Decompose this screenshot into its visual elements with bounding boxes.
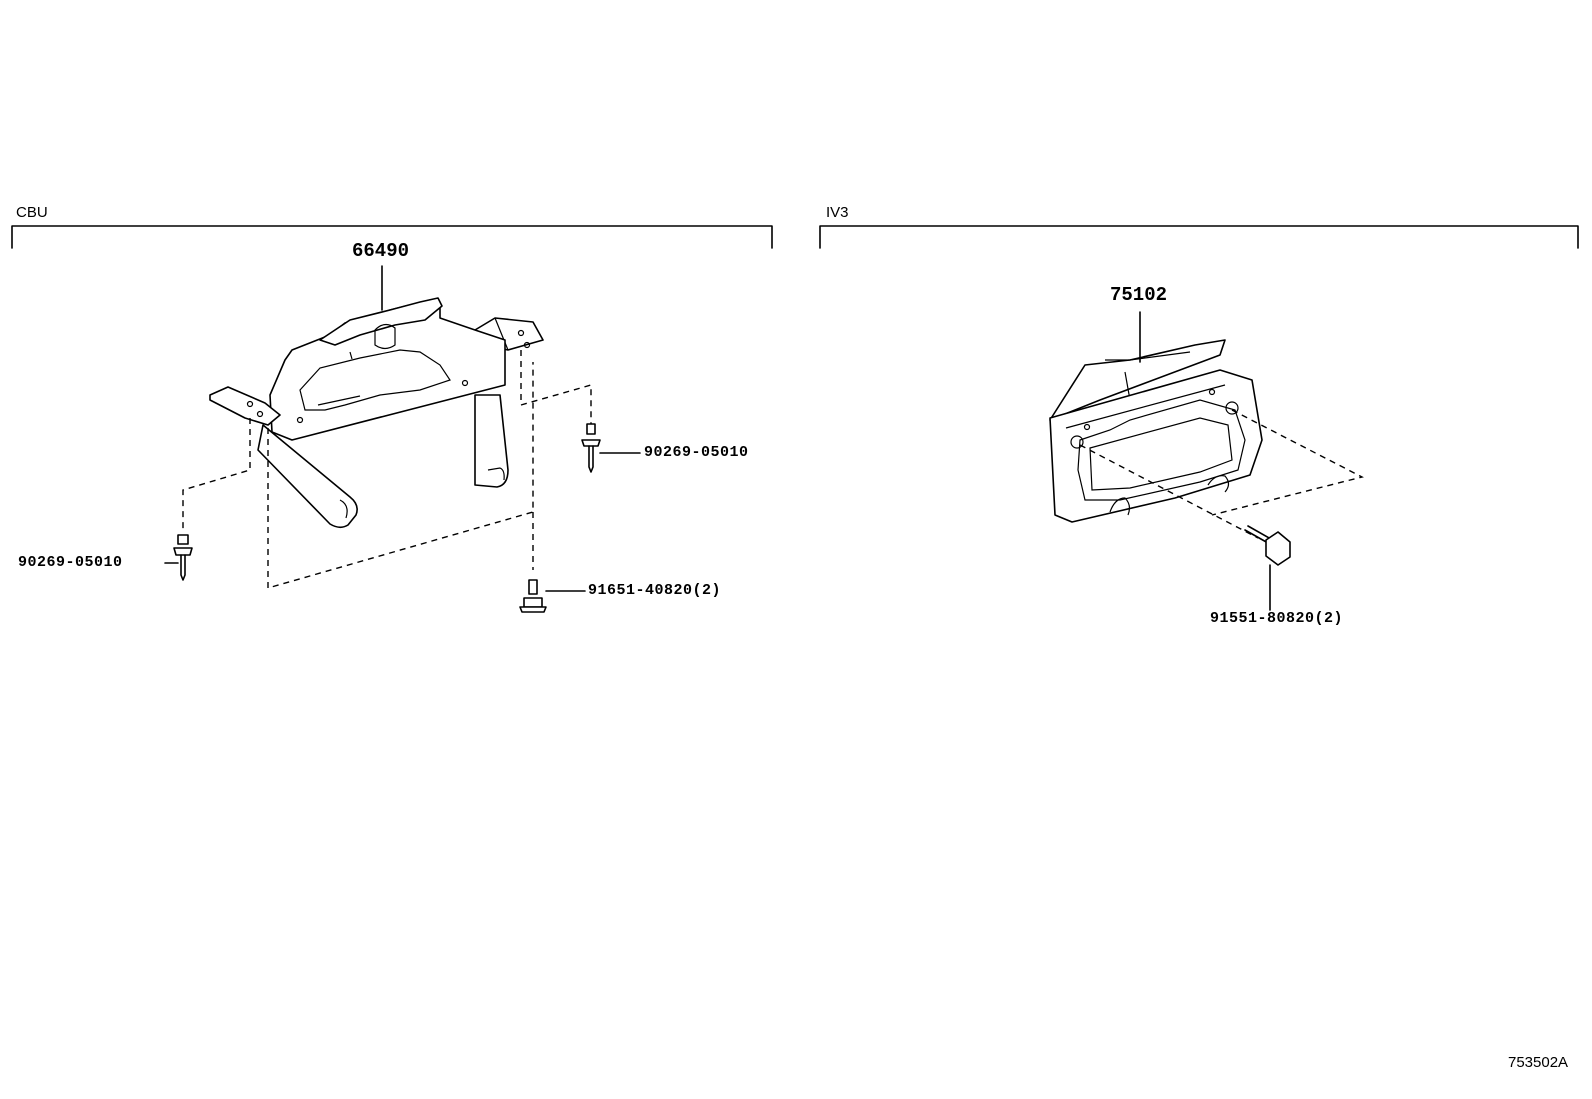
cbu-assembly-dash-lines — [182, 350, 592, 589]
iv3-section-bracket — [819, 225, 1579, 249]
bolt-iv3-drawing — [1244, 525, 1291, 611]
part-number-bolt-cbu: 91651-40820(2) — [588, 582, 722, 599]
clip-right-drawing — [581, 423, 641, 473]
diagram-id: 753502A — [1508, 1054, 1569, 1071]
bracket-75102-drawing — [1049, 311, 1263, 523]
part-number-bolt-iv3: 91551-80820(2) — [1210, 610, 1344, 627]
cbu-section-bracket — [11, 225, 773, 249]
section-label-iv3: IV3 — [826, 204, 849, 221]
part-number-66490: 66490 — [352, 240, 410, 262]
part-number-75102: 75102 — [1110, 284, 1168, 306]
part-number-clip-left: 90269-05010 — [18, 554, 123, 571]
bracket-66490-drawing — [209, 265, 544, 529]
iv3-assembly-dash-lines — [1079, 409, 1364, 539]
section-label-cbu: CBU — [16, 204, 48, 221]
part-number-clip-right: 90269-05010 — [644, 444, 749, 461]
clip-left-drawing — [164, 534, 193, 581]
bolt-cbu-drawing — [519, 579, 586, 613]
